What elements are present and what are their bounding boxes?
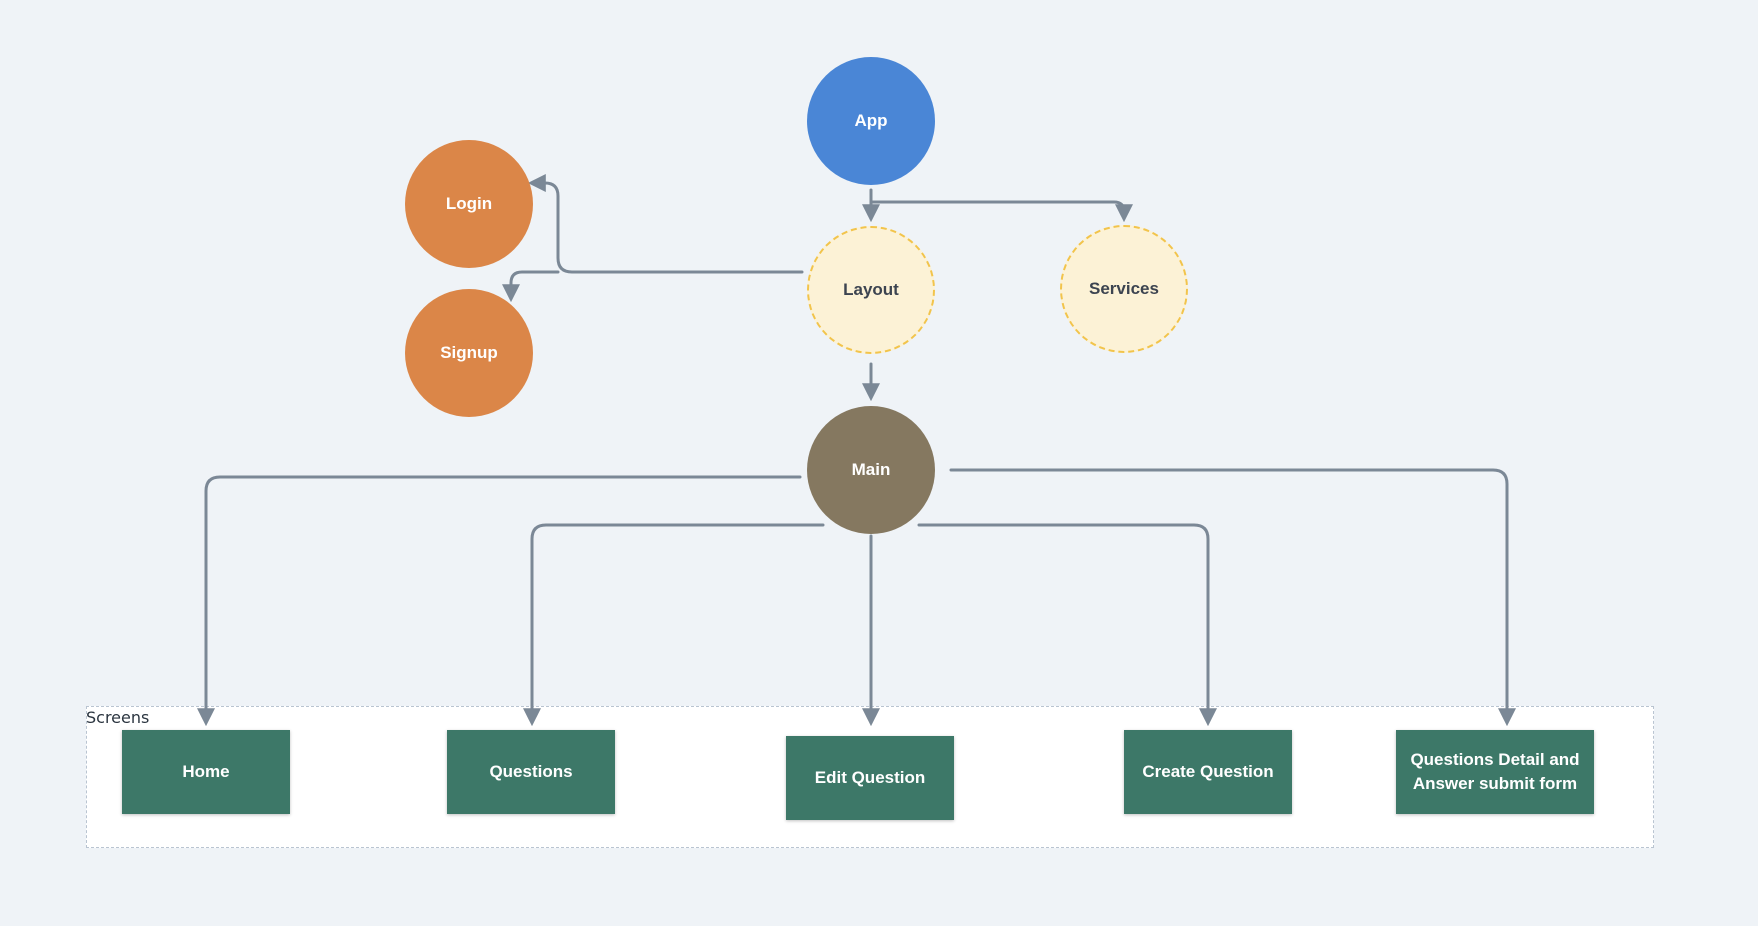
edge-main-question-detail <box>949 468 1516 727</box>
screens-group-label: Screens <box>86 708 150 727</box>
node-edit-question[interactable]: Edit Question <box>786 736 954 820</box>
edge-layout-signup <box>502 270 560 303</box>
node-login[interactable]: Login <box>405 140 533 268</box>
node-home[interactable]: Home <box>122 730 290 814</box>
node-create-question[interactable]: Create Question <box>1124 730 1292 814</box>
node-main[interactable]: Main <box>807 406 935 534</box>
edge-main-questions <box>523 523 825 727</box>
edge-app-services <box>869 200 1133 223</box>
node-services[interactable]: Services <box>1060 225 1188 353</box>
edge-main-create-question <box>917 523 1217 727</box>
node-questions[interactable]: Questions <box>447 730 615 814</box>
node-signup[interactable]: Signup <box>405 289 533 417</box>
node-app[interactable]: App <box>807 57 935 185</box>
node-question-detail[interactable]: Questions Detail and Answer submit form <box>1396 730 1594 814</box>
edge-main-home <box>197 475 802 727</box>
node-layout[interactable]: Layout <box>807 226 935 354</box>
edge-layout-login <box>527 174 804 274</box>
